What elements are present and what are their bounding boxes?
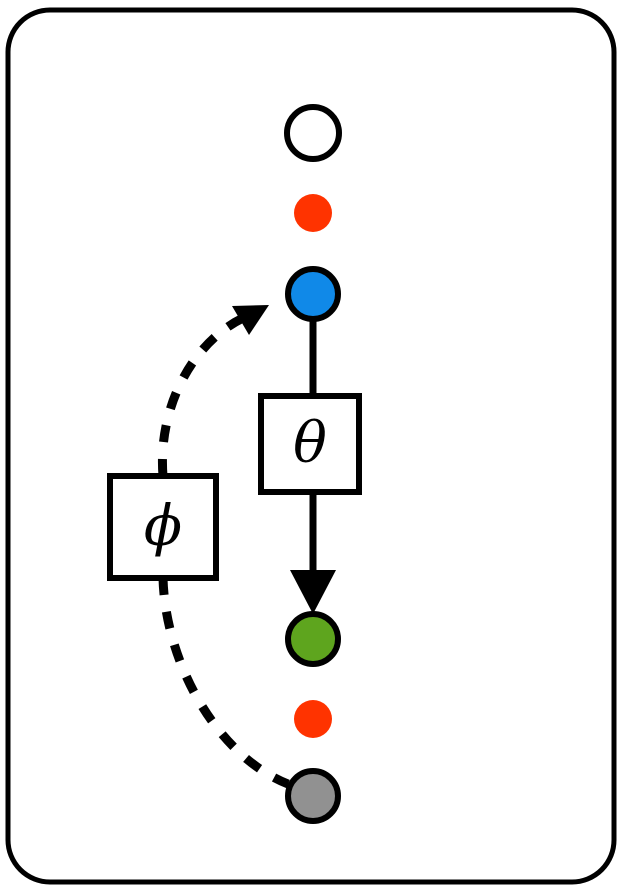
green-node[interactable] bbox=[285, 611, 341, 667]
blue-node[interactable] bbox=[285, 266, 341, 322]
phi-box[interactable] bbox=[107, 473, 219, 581]
red-dot-upper bbox=[294, 194, 332, 232]
arrowhead-theta-to-green bbox=[290, 570, 336, 614]
phi-box-label: ϕ bbox=[144, 494, 182, 559]
gray-node[interactable] bbox=[285, 768, 341, 824]
red-dot-lower bbox=[294, 700, 332, 738]
edge-phi-to-blue bbox=[157, 307, 260, 477]
white-node[interactable] bbox=[284, 104, 342, 162]
theta-box-label: θ bbox=[293, 411, 327, 476]
theta-box[interactable] bbox=[258, 393, 362, 495]
arrowhead-phi-to-blue bbox=[232, 305, 269, 335]
